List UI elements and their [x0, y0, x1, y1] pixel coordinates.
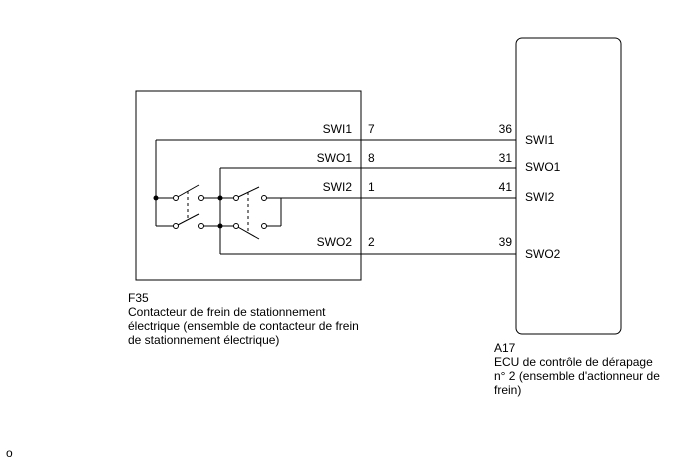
a17-signal-swi2: SWI2	[525, 190, 555, 204]
harness-wires	[156, 139, 516, 255]
a17-description: ECU de contrôle de dérapage n° 2 (ensemb…	[494, 355, 660, 397]
f35-caption: F35 Contacteur de frein de stationnement…	[128, 291, 360, 347]
switch-contacts	[153, 195, 267, 229]
f35-switch-box	[135, 90, 362, 281]
a17-pin-swi1: 36	[499, 122, 513, 136]
f35-pin-swi2: 1	[368, 180, 375, 194]
switch-schematic	[155, 140, 282, 254]
a17-pin-swi2: 41	[499, 180, 513, 194]
corner-mark: o	[6, 446, 13, 460]
a17-caption: A17 ECU de contrôle de dérapage n° 2 (en…	[494, 341, 666, 397]
f35-code: F35	[128, 291, 149, 305]
a17-signal-swo1: SWO1	[525, 160, 561, 174]
f35-signal-swo2: SWO2	[317, 235, 353, 249]
a17-code: A17	[494, 341, 516, 355]
f35-signal-swi2: SWI2	[323, 180, 353, 194]
a17-pin-swo1: 31	[499, 151, 513, 165]
f35-signal-swi1: SWI1	[323, 122, 353, 136]
a17-pin-swo2: 39	[499, 235, 513, 249]
a17-signal-swi1: SWI1	[525, 133, 555, 147]
f35-pin-swo2: 2	[368, 235, 375, 249]
f35-description: Contacteur de frein de stationnement éle…	[128, 305, 359, 347]
a17-ecu-box	[515, 37, 622, 335]
f35-pin-swi1: 7	[368, 122, 375, 136]
a17-signal-swo2: SWO2	[525, 247, 561, 261]
f35-signal-swo1: SWO1	[317, 151, 353, 165]
f35-pin-swo1: 8	[368, 151, 375, 165]
